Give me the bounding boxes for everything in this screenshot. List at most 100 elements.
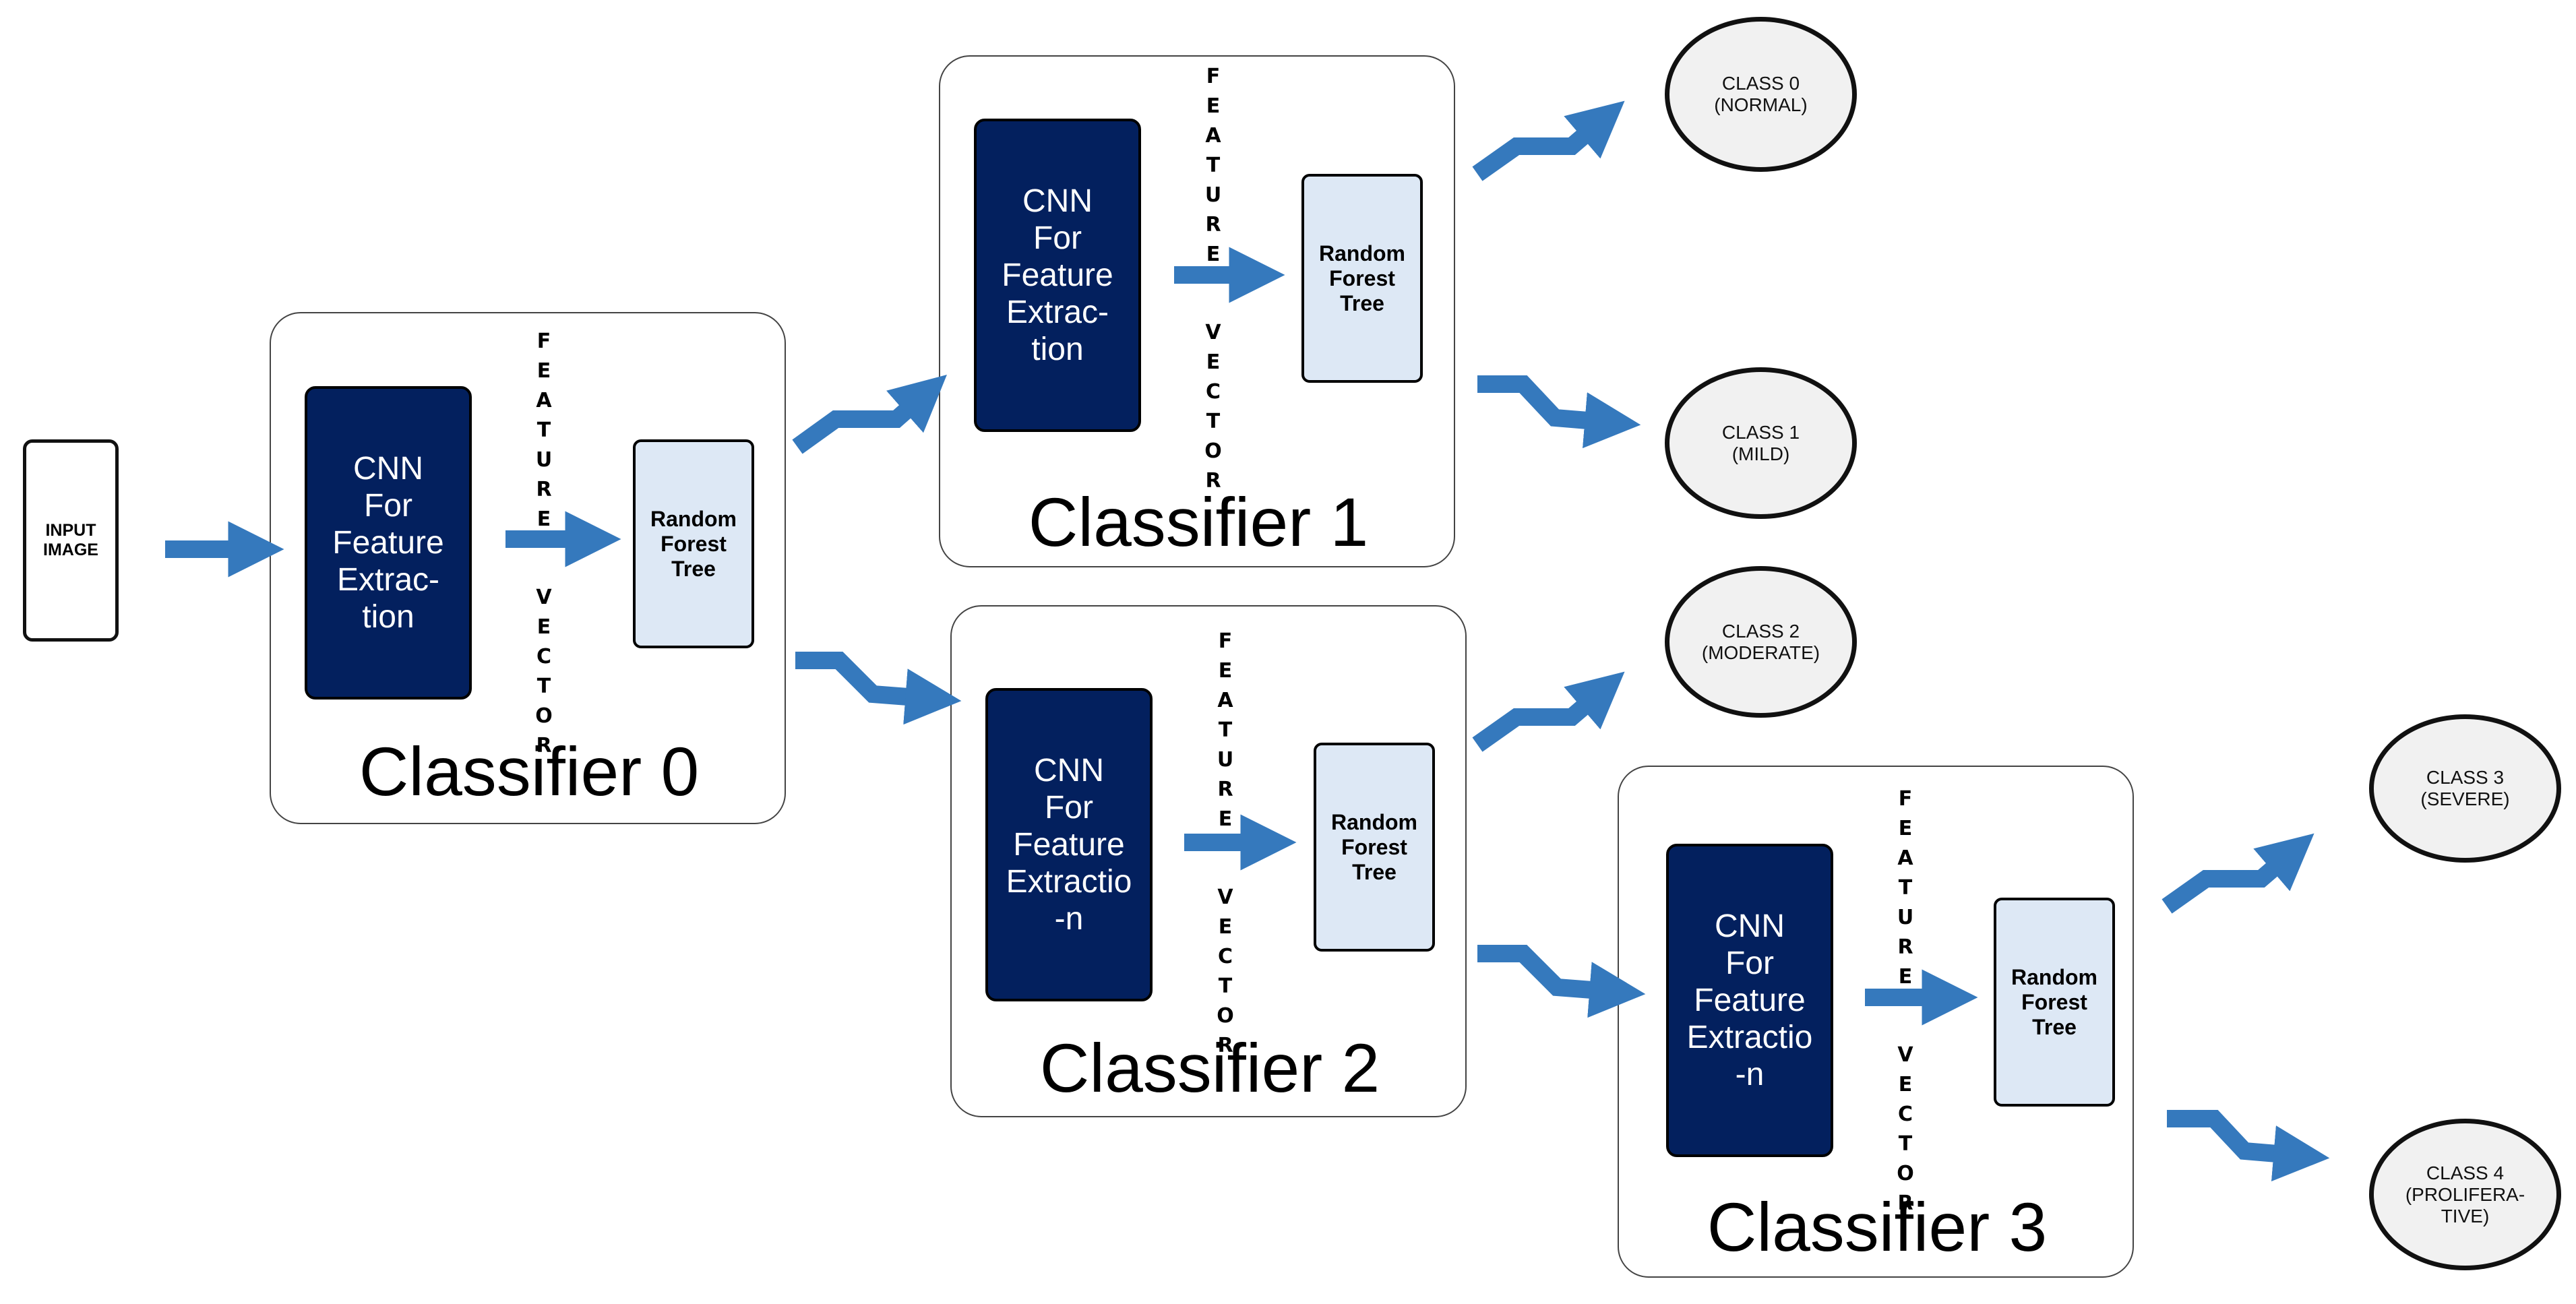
classifier-0-cnn-label: CNN For Feature Extrac- tion bbox=[332, 451, 444, 635]
classifier-0-cnn: CNN For Feature Extrac- tion bbox=[305, 386, 472, 700]
feature-vector-letter: R bbox=[1897, 1191, 1913, 1215]
class-2-node: CLASS 2 (MODERATE) bbox=[1665, 566, 1857, 718]
arrow-classifier-1-to-class-0 bbox=[1472, 100, 1625, 181]
feature-vector-letter: E bbox=[1206, 243, 1221, 266]
arrow-classifier-3-to-class-4 bbox=[2167, 1110, 2330, 1182]
classifier-2-random-forest: Random Forest Tree bbox=[1314, 743, 1435, 952]
feature-vector-letter: E bbox=[1218, 659, 1233, 683]
feature-vector-letter: C bbox=[1205, 380, 1221, 404]
feature-vector-letter: U bbox=[1217, 748, 1234, 772]
feature-vector-letter: A bbox=[1897, 846, 1913, 870]
classifier-1-title: Classifier 1 bbox=[1028, 484, 1369, 561]
feature-vector-letter: T bbox=[536, 675, 551, 698]
classifier-1-cnn-label: CNN For Feature Extrac- tion bbox=[1002, 183, 1113, 367]
class-1-label: CLASS 1 (MILD) bbox=[1721, 421, 1800, 464]
feature-vector-letter: C bbox=[1217, 945, 1233, 968]
classifier-2-cnn-label: CNN For Feature Extractio -n bbox=[1006, 753, 1132, 937]
feature-vector-letter: A bbox=[536, 389, 552, 412]
classifier-3-rf-label: Random Forest Tree bbox=[2011, 964, 2097, 1039]
classifier-2-cnn: CNN For Feature Extractio -n bbox=[985, 688, 1153, 1001]
classifier-2-title: Classifier 2 bbox=[1039, 1030, 1380, 1107]
feature-vector-letter: O bbox=[1897, 1162, 1914, 1185]
feature-vector-letter: R bbox=[1217, 778, 1233, 801]
classifier-0-random-forest: Random Forest Tree bbox=[633, 439, 754, 648]
class-1-node: CLASS 1 (MILD) bbox=[1665, 367, 1857, 519]
classifier-1-cnn: CNN For Feature Extrac- tion bbox=[974, 119, 1141, 432]
feature-vector-letter: C bbox=[1897, 1103, 1913, 1126]
feature-vector-letter: V bbox=[1205, 321, 1221, 344]
feature-vector-letter: E bbox=[1218, 807, 1233, 831]
arrow-classifier-0-to-classifier-2 bbox=[795, 652, 962, 725]
feature-vector-letter: E bbox=[1898, 1073, 1913, 1096]
feature-vector-letter: E bbox=[536, 615, 551, 639]
feature-vector-letter: V bbox=[536, 586, 552, 609]
feature-vector-letter: T bbox=[1898, 876, 1913, 900]
feature-vector-letter: R bbox=[536, 478, 552, 501]
class-3-node: CLASS 3 (SEVERE) bbox=[2369, 714, 2561, 863]
feature-vector-letter: V bbox=[1217, 886, 1233, 909]
arrow-classifier-1-to-class-1 bbox=[1477, 375, 1641, 449]
class-0-node: CLASS 0 (NORMAL) bbox=[1665, 17, 1857, 172]
classifier-3-title: Classifier 3 bbox=[1707, 1189, 2048, 1266]
classifier-1-random-forest: Random Forest Tree bbox=[1301, 174, 1423, 383]
class-4-node: CLASS 4 (PROLIFERA- TIVE) bbox=[2369, 1119, 2561, 1270]
feature-vector-letter: F bbox=[1898, 787, 1913, 811]
feature-vector-letter: T bbox=[1218, 974, 1233, 998]
feature-vector-letter: E bbox=[1218, 915, 1233, 939]
arrow-classifier-2-to-class-2 bbox=[1472, 671, 1625, 752]
classifier-3-cnn-label: CNN For Feature Extractio -n bbox=[1686, 908, 1813, 1092]
input-image-node: INPUT IMAGE bbox=[23, 439, 119, 642]
feature-vector-letter: O bbox=[1217, 1004, 1234, 1028]
feature-vector-letter: T bbox=[536, 418, 551, 442]
arrow-classifier-0-to-classifier-1 bbox=[792, 375, 947, 454]
feature-vector-letter: T bbox=[1206, 410, 1221, 433]
class-4-label: CLASS 4 (PROLIFERA- TIVE) bbox=[2405, 1162, 2525, 1227]
feature-vector-letter: R bbox=[536, 734, 552, 757]
feature-vector-letter: E bbox=[1898, 965, 1913, 989]
feature-vector-letter: R bbox=[1217, 1034, 1233, 1057]
feature-vector-letter: U bbox=[1897, 906, 1914, 929]
feature-vector-letter: T bbox=[1898, 1132, 1913, 1156]
feature-vector-letter: R bbox=[1205, 213, 1221, 237]
classifier-2-rf-label: Random Forest Tree bbox=[1331, 809, 1417, 884]
input-image-label: INPUT IMAGE bbox=[43, 521, 98, 559]
feature-vector-letter: T bbox=[1206, 154, 1221, 177]
class-0-label: CLASS 0 (NORMAL) bbox=[1714, 73, 1808, 115]
feature-vector-letter: V bbox=[1897, 1043, 1913, 1067]
classifier-3-random-forest: Random Forest Tree bbox=[1994, 898, 2115, 1107]
arrow-classifier-3-to-class-3 bbox=[2161, 833, 2314, 914]
feature-vector-letter: E bbox=[1206, 350, 1221, 374]
class-2-label: CLASS 2 (MODERATE) bbox=[1701, 620, 1820, 663]
feature-vector-letter: T bbox=[1218, 718, 1233, 742]
feature-vector-letter: F bbox=[536, 330, 551, 353]
feature-vector-letter: F bbox=[1206, 65, 1221, 88]
feature-vector-letter: A bbox=[1217, 689, 1233, 712]
class-3-label: CLASS 3 (SEVERE) bbox=[2420, 767, 2510, 809]
feature-vector-letter: E bbox=[1206, 94, 1221, 118]
classifier-1-rf-label: Random Forest Tree bbox=[1319, 241, 1405, 315]
feature-vector-letter: E bbox=[1898, 817, 1913, 840]
feature-vector-letter: E bbox=[536, 507, 551, 531]
feature-vector-letter: U bbox=[1204, 183, 1222, 207]
feature-vector-letter: O bbox=[1204, 439, 1222, 463]
classifier-3-cnn: CNN For Feature Extractio -n bbox=[1666, 844, 1833, 1157]
feature-vector-letter: R bbox=[1897, 935, 1913, 959]
classifier-0-rf-label: Random Forest Tree bbox=[650, 506, 737, 581]
feature-vector-letter: U bbox=[535, 448, 553, 472]
feature-vector-letter: A bbox=[1205, 124, 1221, 148]
feature-vector-letter: R bbox=[1205, 469, 1221, 493]
feature-vector-letter: O bbox=[535, 704, 553, 728]
feature-vector-letter: C bbox=[536, 645, 552, 669]
feature-vector-letter: E bbox=[536, 359, 551, 383]
classifier-0-title: Classifier 0 bbox=[359, 733, 700, 810]
feature-vector-letter: F bbox=[1218, 629, 1233, 653]
